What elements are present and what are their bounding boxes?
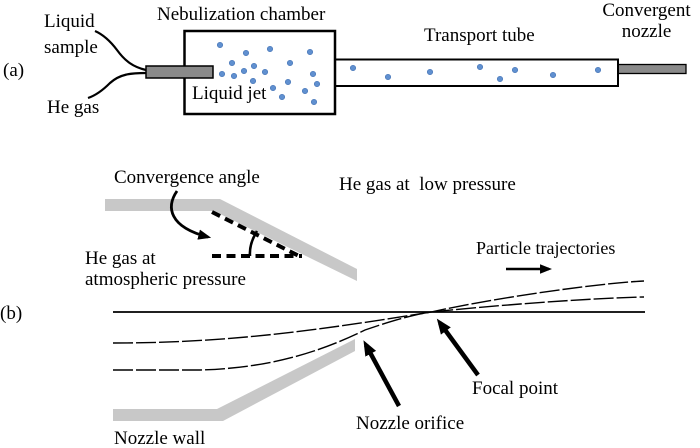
he-gas-low-pressure-label: He gas at low pressure — [339, 174, 516, 195]
focal-point-arrow — [436, 318, 480, 377]
injector-tube — [145, 65, 214, 79]
leader-line-liquid-sample — [94, 29, 147, 72]
nozzle-wall-label: Nozzle wall — [114, 428, 206, 448]
nebulization-chamber-label: Nebulization chamber — [157, 4, 326, 25]
tube-droplets — [349, 63, 602, 83]
nozzle-top-wall — [105, 199, 357, 281]
he-gas-label: He gas — [47, 97, 100, 118]
he-gas-atmospheric-label: He gas at atmospheric pressure — [85, 248, 246, 290]
convergent-nozzle-label: Convergent nozzle — [602, 0, 691, 42]
nozzle-orifice-label: Nozzle orifice — [356, 413, 465, 434]
panel-a-label: (a) — [3, 60, 25, 81]
particle-trajectory-inner — [112, 296, 645, 344]
convergent-nozzle-rod — [616, 63, 687, 75]
focal-point-label: Focal point — [472, 378, 559, 399]
leader-line-he-gas — [87, 71, 147, 100]
nozzle-bottom-wall — [113, 339, 355, 421]
nozzle-orifice-arrow — [363, 340, 401, 408]
particle-trajectories-label: Particle trajectories — [476, 238, 616, 258]
chamber-droplets — [216, 41, 321, 106]
panel-b-label: (b) — [0, 303, 23, 324]
convergence-angle-label: Convergence angle — [114, 167, 260, 188]
convergence-angle-dashed-slope — [211, 210, 302, 259]
convergence-angle-arc — [248, 230, 259, 257]
transport-tube-box — [334, 58, 619, 87]
transport-tube-label: Transport tube — [424, 25, 535, 46]
convergence-angle-arrow — [170, 190, 212, 240]
liquid-sample-label: Liquid sample — [44, 11, 98, 58]
liquid-jet-label: Liquid jet — [192, 83, 267, 104]
particle-trajectory-outer — [113, 280, 645, 371]
